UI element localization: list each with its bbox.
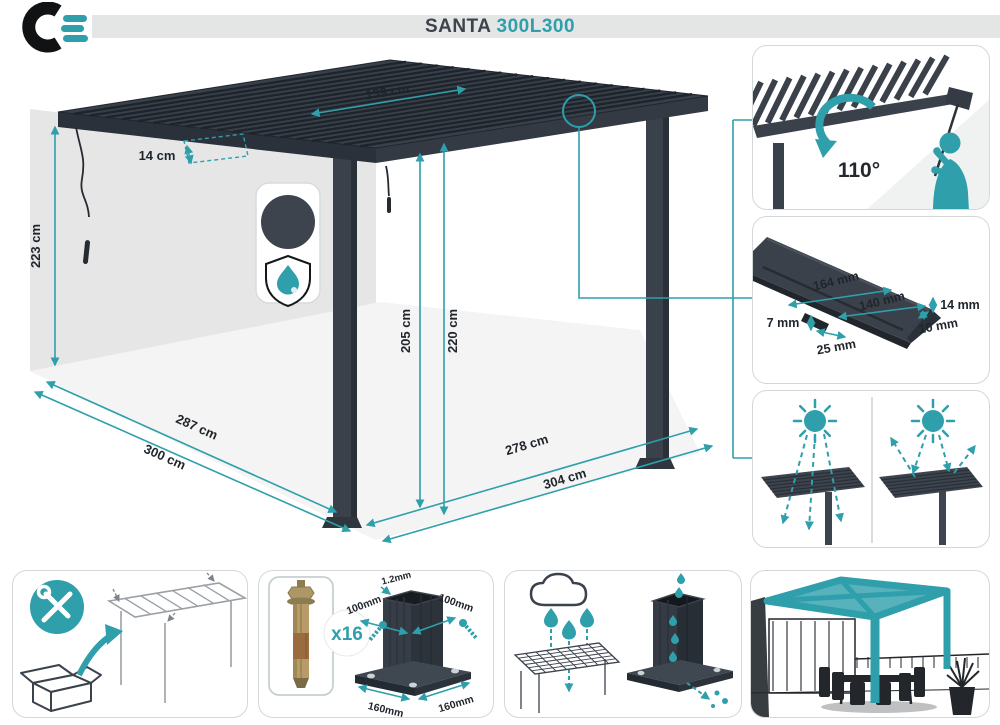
logo-bar bbox=[61, 25, 84, 32]
detail-callout bbox=[562, 94, 752, 459]
dim-label-depth-out: 300 cm bbox=[142, 441, 188, 473]
box-icon bbox=[20, 664, 102, 712]
drainage-panel bbox=[504, 570, 742, 718]
color-dot-icon bbox=[261, 195, 315, 249]
rotation-arrow-icon bbox=[815, 93, 876, 146]
ce-logo bbox=[22, 2, 88, 53]
dim-label-roof: 139 cm bbox=[364, 81, 410, 103]
raindrop-icon bbox=[544, 608, 594, 640]
open-louvers bbox=[753, 54, 950, 127]
page-title: SANTA 300L300 bbox=[0, 16, 1000, 38]
base-depth-label: 160mm bbox=[437, 693, 475, 715]
feature-badge bbox=[255, 182, 321, 308]
plant-pot bbox=[946, 657, 980, 715]
drainage-post-illustration bbox=[627, 592, 733, 692]
rotation-angle-label: 110° bbox=[838, 159, 880, 182]
profile-label-right: 14 mm bbox=[940, 298, 980, 312]
water-through-post bbox=[669, 573, 728, 708]
person-figure bbox=[931, 132, 969, 209]
anchoring-panel: x16 1.2mm 100mm 100mm 160mm 160mm bbox=[258, 570, 494, 718]
post-width-label: 100mm bbox=[345, 593, 383, 617]
logo-c bbox=[22, 2, 62, 53]
sunlight-panel bbox=[752, 390, 990, 548]
anchor-bolt-illustration bbox=[287, 580, 315, 688]
room-backdrop bbox=[30, 109, 700, 540]
logo-bar bbox=[63, 35, 88, 42]
assembly-panel bbox=[12, 570, 248, 718]
bolt-count-label: x16 bbox=[331, 624, 363, 645]
title-bar bbox=[92, 15, 1000, 38]
title-brand: SANTA bbox=[424, 16, 491, 37]
profile-label-tip: 10 mm bbox=[918, 316, 959, 337]
cloud-icon bbox=[529, 572, 588, 607]
sun-icon bbox=[804, 410, 826, 432]
dim-label-louver: 14 cm bbox=[139, 148, 176, 163]
screw-icon bbox=[367, 619, 479, 643]
lifestyle-panel bbox=[750, 570, 990, 718]
teal-pergola-overlay bbox=[763, 576, 951, 703]
base-width-label: 160mm bbox=[367, 700, 405, 718]
louver-profile-panel: 164 mm 140 mm 14 mm 7 mm 25 mm 10 mm bbox=[752, 216, 990, 384]
logo-bar bbox=[63, 15, 87, 22]
patio-scene bbox=[751, 597, 989, 717]
dim-label-height: 223 cm bbox=[28, 224, 43, 268]
louver-blade bbox=[753, 237, 941, 349]
dim-label-clear: 205 cm bbox=[398, 309, 413, 353]
profile-label-left: 7 mm bbox=[767, 316, 800, 330]
exploded-pergola-drawing bbox=[106, 582, 247, 703]
light-rays bbox=[780, 433, 976, 531]
profile-label-hook: 25 mm bbox=[816, 337, 857, 358]
crank-handle bbox=[75, 126, 90, 218]
title-model: 300L300 bbox=[496, 16, 576, 37]
wall-thickness-label: 1.2mm bbox=[380, 571, 412, 588]
louver-rotation-panel: 110° bbox=[752, 45, 990, 210]
sun-icon bbox=[922, 410, 944, 432]
dim-label-beam: 220 cm bbox=[445, 309, 460, 353]
crank-handle bbox=[385, 165, 390, 197]
